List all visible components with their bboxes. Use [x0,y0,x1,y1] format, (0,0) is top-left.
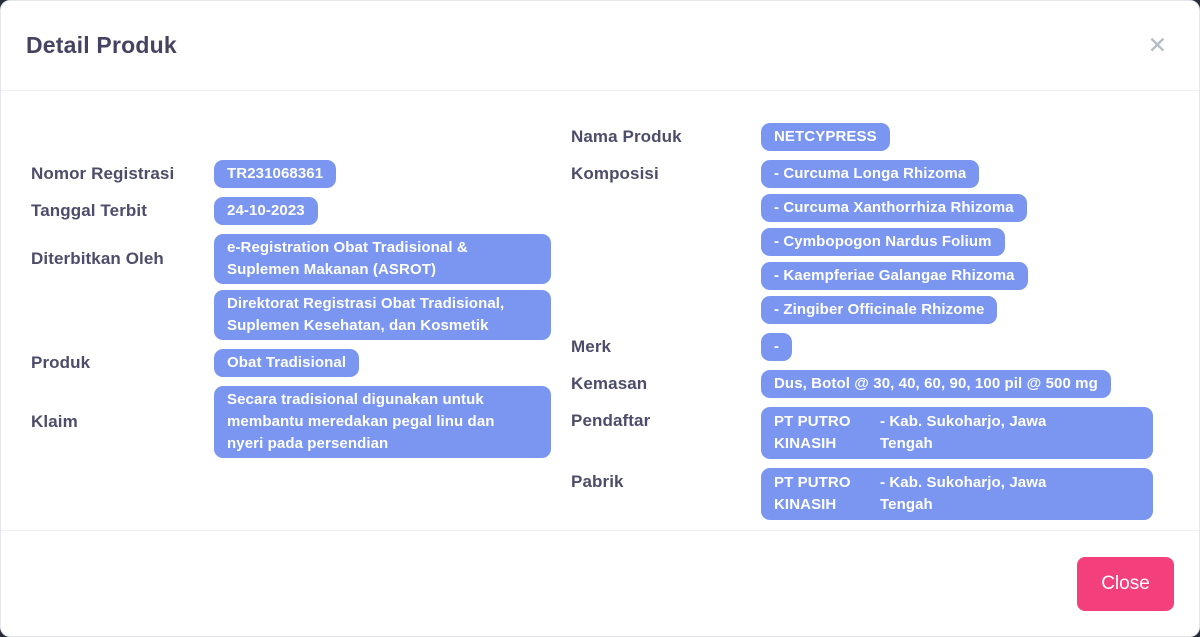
field-klaim: Klaim Secara tradisional digunakan untuk… [31,386,571,458]
nomor-registrasi-label: Nomor Registrasi [31,164,175,183]
diterbitkan-oleh-badge: e-Registration Obat Tradisional & Suplem… [214,234,551,284]
field-komposisi: Komposisi - Curcuma Longa Rhizoma - Curc… [571,160,1169,324]
produk-values: Obat Tradisional [214,349,360,377]
tanggal-terbit-values: 24-10-2023 [214,197,318,225]
field-pendaftar: Pendaftar PT PUTRO KINASIH - Kab. Sukoha… [571,407,1169,459]
klaim-badge: Secara tradisional digunakan untuk memba… [214,386,551,458]
pabrik-label: Pabrik [571,472,624,491]
kemasan-values: Dus, Botol @ 30, 40, 60, 90, 100 pil @ 5… [761,370,1111,398]
tanggal-terbit-badge: 24-10-2023 [214,197,318,225]
modal-body: Nomor Registrasi TR231068361 Tanggal Ter… [1,91,1199,530]
modal-header: Detail Produk ✕ [1,1,1199,91]
diterbitkan-oleh-values: e-Registration Obat Tradisional & Suplem… [214,234,551,340]
merk-label: Merk [571,337,612,356]
pendaftar-company: PT PUTRO KINASIH [774,413,851,452]
komposisi-values: - Curcuma Longa Rhizoma - Curcuma Xantho… [761,160,1028,324]
close-button[interactable]: Close [1077,556,1174,611]
kemasan-label: Kemasan [571,374,648,393]
diterbitkan-oleh-label: Diterbitkan Oleh [31,249,164,268]
diterbitkan-oleh-badge: Direktorat Registrasi Obat Tradisional, … [214,290,551,340]
field-tanggal-terbit: Tanggal Terbit 24-10-2023 [31,197,571,225]
pendaftar-location: - Kab. Sukoharjo, Jawa Tengah [880,413,1047,452]
pabrik-badge: PT PUTRO KINASIH - Kab. Sukoharjo, Jawa … [761,468,1153,520]
pabrik-values: PT PUTRO KINASIH - Kab. Sukoharjo, Jawa … [761,468,1153,520]
close-icon[interactable]: ✕ [1147,32,1167,58]
field-nomor-registrasi: Nomor Registrasi TR231068361 [31,160,571,188]
klaim-values: Secara tradisional digunakan untuk memba… [214,386,551,458]
pendaftar-values: PT PUTRO KINASIH - Kab. Sukoharjo, Jawa … [761,407,1153,459]
nomor-registrasi-values: TR231068361 [214,160,337,188]
tanggal-terbit-label: Tanggal Terbit [31,201,147,220]
komposisi-label: Komposisi [571,164,659,183]
field-produk: Produk Obat Tradisional [31,349,571,377]
komposisi-badge: - Zingiber Officinale Rhizome [761,296,998,324]
pabrik-company: PT PUTRO KINASIH [774,474,851,513]
field-pabrik: Pabrik PT PUTRO KINASIH - Kab. Sukoharjo… [571,468,1169,520]
nama-produk-label: Nama Produk [571,127,682,146]
field-diterbitkan-oleh: Diterbitkan Oleh e-Registration Obat Tra… [31,234,571,340]
modal-title: Detail Produk [26,32,177,58]
pendaftar-badge: PT PUTRO KINASIH - Kab. Sukoharjo, Jawa … [761,407,1153,459]
merk-badge: - [761,333,793,361]
klaim-label: Klaim [31,412,78,431]
nama-produk-badge: NETCYPRESS [761,123,890,151]
nomor-registrasi-badge: TR231068361 [214,160,337,188]
field-merk: Merk - [571,333,1169,361]
field-kemasan: Kemasan Dus, Botol @ 30, 40, 60, 90, 100… [571,370,1169,398]
pendaftar-label: Pendaftar [571,411,651,430]
modal-footer: Close [1,530,1199,636]
komposisi-badge: - Cymbopogon Nardus Folium [761,228,1005,256]
left-column: Nomor Registrasi TR231068361 Tanggal Ter… [31,123,571,530]
nama-produk-values: NETCYPRESS [761,123,890,151]
merk-values: - [761,333,793,361]
pabrik-location: - Kab. Sukoharjo, Jawa Tengah [880,474,1047,513]
komposisi-badge: - Curcuma Xanthorrhiza Rhizoma [761,194,1027,222]
komposisi-badge: - Curcuma Longa Rhizoma [761,160,980,188]
komposisi-badge: - Kaempferiae Galangae Rhizoma [761,262,1028,290]
kemasan-badge: Dus, Botol @ 30, 40, 60, 90, 100 pil @ 5… [761,370,1111,398]
produk-badge: Obat Tradisional [214,349,360,377]
right-column: Nama Produk NETCYPRESS Komposisi - Curcu… [571,123,1169,530]
produk-label: Produk [31,353,91,372]
field-nama-produk: Nama Produk NETCYPRESS [571,123,1169,151]
